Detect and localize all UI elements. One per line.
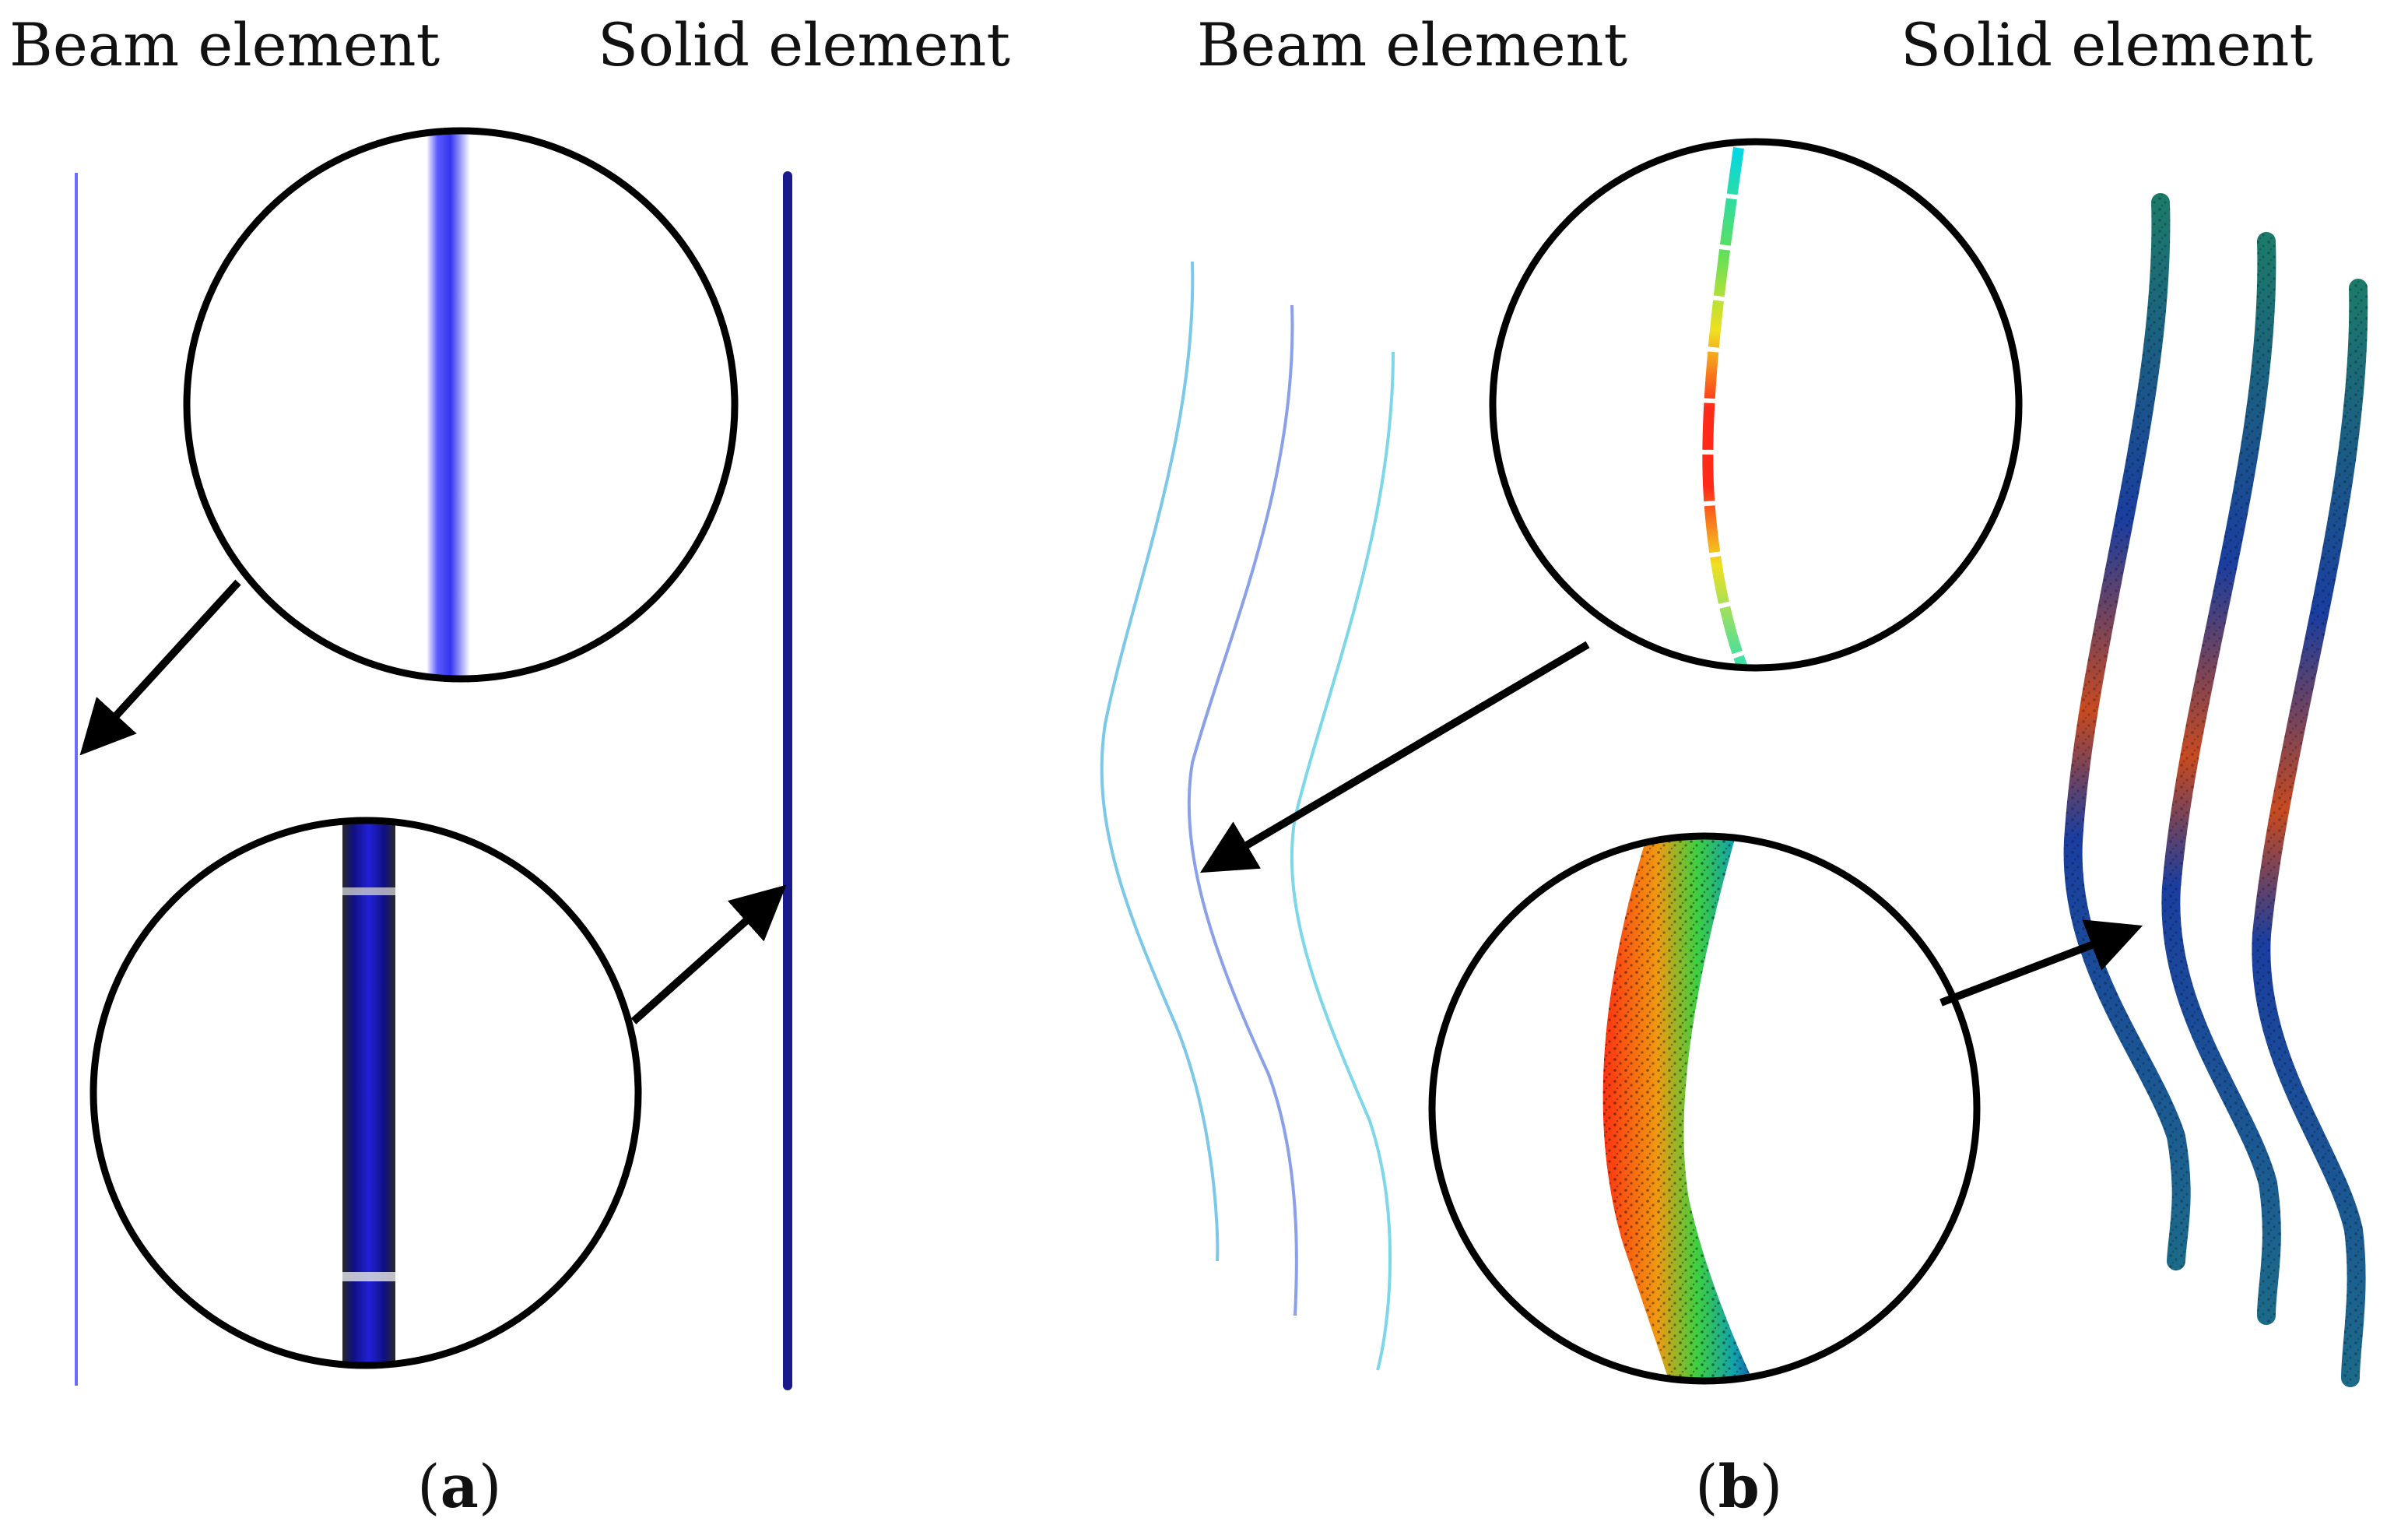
caption-b-close: ): [1759, 1452, 1783, 1521]
deformed-beam-line-3: [1290, 351, 1395, 1371]
arrow-to-deformed-beam: [1199, 641, 1590, 873]
caption-b-letter: b: [1718, 1452, 1760, 1521]
arrow-to-beam: [79, 579, 241, 756]
caption-a-open: (: [417, 1452, 441, 1521]
deformed-solid-rods: [2063, 193, 2368, 1387]
deformed-beam-zoom-circle: [1489, 138, 2023, 672]
panel-a-solid-label: Solid element: [598, 10, 1011, 79]
panel-a-beam-label: Beam element: [9, 10, 441, 79]
deformed-beam-line-1: [1100, 261, 1220, 1262]
solid-zoom-circle: [90, 817, 642, 1369]
beam-zoom-circle: [183, 127, 739, 683]
deformed-solid-zoom-circle: [1428, 832, 1981, 1385]
panel-b-solid-label: Solid element: [1901, 10, 2314, 79]
arrow-to-solid: [630, 884, 787, 1024]
panel-b-beam-label: Beam element: [1197, 10, 1628, 79]
deformed-beam-line-2: [1187, 304, 1298, 1316]
beam-zoom-strip: [426, 131, 470, 679]
deformed-beam-zoom-strip: [1702, 147, 1749, 668]
caption-a-letter: a: [440, 1452, 479, 1521]
arrow-to-deformed-solid: [1939, 919, 2143, 1007]
caption-b-open: (: [1695, 1452, 1718, 1521]
solid-zoom-rod: [342, 820, 395, 1365]
panel-a-caption: (a): [417, 1457, 502, 1516]
caption-a-close: ): [478, 1452, 502, 1521]
panel-b-caption: (b): [1695, 1457, 1782, 1516]
